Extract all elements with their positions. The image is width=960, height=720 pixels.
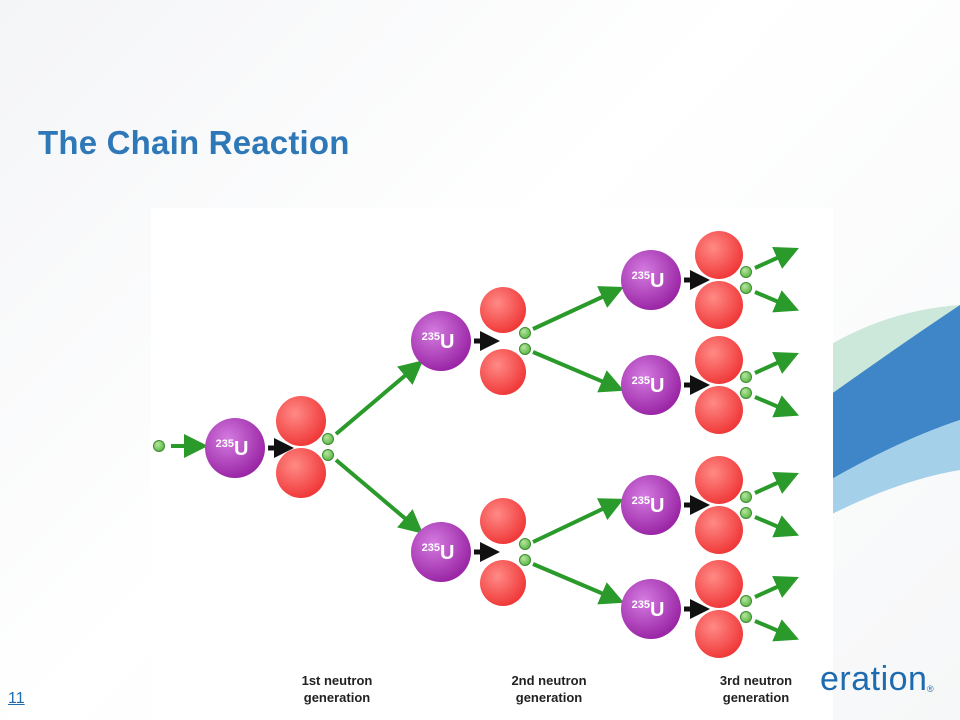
neutron-gen3-3-a xyxy=(740,491,752,503)
fragment-gen3-4-b xyxy=(695,610,743,658)
arrow-gen3-4-up xyxy=(754,576,799,599)
neutron-gen3-2-b xyxy=(740,387,752,399)
fragment-gen3-1-b xyxy=(695,281,743,329)
uranium-gen2-top-label: 235U xyxy=(422,331,455,353)
neutron-gen3-2-a xyxy=(740,371,752,383)
registered-mark: ® xyxy=(927,684,934,694)
generation-label-1-line1: 1st neutron xyxy=(301,673,373,688)
neutron-gen1-a xyxy=(322,433,334,445)
fragment-gen3-2-b xyxy=(695,386,743,434)
generation-label-2-line2: generation xyxy=(515,690,583,705)
neutron-gen2-top-b xyxy=(519,343,531,355)
uranium-gen1 xyxy=(205,418,265,478)
arrow-gen2-bottom-up xyxy=(532,498,624,544)
uranium-gen3-2-label: 235U xyxy=(632,375,665,397)
uranium-gen3-3 xyxy=(621,475,681,535)
fragment-gen2-top-b xyxy=(480,349,526,395)
fragment-gen3-3-b xyxy=(695,506,743,554)
uranium-gen3-4-label: 235U xyxy=(632,599,665,621)
neutron-gen3-4-b xyxy=(740,611,752,623)
generation-label-2-line1: 2nd neutron xyxy=(511,673,587,688)
neutron-gen3-4-a xyxy=(740,595,752,607)
arrow-gen2-bottom-down xyxy=(532,562,625,605)
uranium-gen2-top xyxy=(411,311,471,371)
arrow-gen3-2-down xyxy=(754,395,800,418)
arrow-gen1-down xyxy=(334,458,424,534)
chain-reaction-diagram: 235U 235U 235U 235U 235U 235U 235U 1st neutron… xyxy=(151,208,833,720)
generation-label-1: 1st neutron generation xyxy=(272,672,402,706)
arrow-gen3-1-down xyxy=(754,290,800,313)
arrow-gen2-top-up xyxy=(532,286,624,331)
neutron-gen2-top-a xyxy=(519,327,531,339)
arrow-gen3-3-up xyxy=(754,472,799,495)
neutron-gen3-1-b xyxy=(740,282,752,294)
uranium-gen2-bottom-label: 235U xyxy=(422,542,455,564)
arrow-gen3-4-down xyxy=(754,619,800,642)
fragment-gen2-bottom-a xyxy=(480,498,526,544)
arrow-gen1-up xyxy=(334,360,424,436)
arrow-gen2-top-down xyxy=(532,350,625,393)
fragment-gen1-top xyxy=(276,396,326,446)
fragment-gen2-top-a xyxy=(480,287,526,333)
uranium-gen3-1-label: 235U xyxy=(632,270,665,292)
generation-label-3: 3rd neutron generation xyxy=(691,672,821,706)
fragment-gen2-bottom-b xyxy=(480,560,526,606)
neutron-gen3-1-a xyxy=(740,266,752,278)
generation-label-2: 2nd neutron generation xyxy=(484,672,614,706)
arrow-gen3-1-up xyxy=(754,247,799,270)
uranium-gen2-bottom xyxy=(411,522,471,582)
uranium-gen3-3-label: 235U xyxy=(632,495,665,517)
neutron-gen2-bottom-a xyxy=(519,538,531,550)
uranium-gen3-4 xyxy=(621,579,681,639)
neutron-gen1-b xyxy=(322,449,334,461)
arrow-gen3-2-up xyxy=(754,352,799,375)
incoming-neutron xyxy=(153,440,165,452)
generation-label-1-line2: generation xyxy=(303,690,371,705)
fragment-gen3-4-a xyxy=(695,560,743,608)
neutron-gen3-3-b xyxy=(740,507,752,519)
uranium-gen3-1 xyxy=(621,250,681,310)
slide-title: The Chain Reaction xyxy=(38,124,350,161)
neutron-gen2-bottom-b xyxy=(519,554,531,566)
uranium-gen1-label: 235U xyxy=(216,438,249,460)
uranium-gen3-2 xyxy=(621,355,681,415)
arrow-gen3-3-down xyxy=(754,515,800,538)
slide-number-link[interactable]: 11 xyxy=(8,690,25,707)
generation-label-3-line1: 3rd neutron xyxy=(719,673,793,688)
fragment-gen3-3-a xyxy=(695,456,743,504)
fragment-gen3-2-a xyxy=(695,336,743,384)
brand-wordmark: eration xyxy=(820,660,928,698)
fragment-gen1-bottom xyxy=(276,448,326,498)
generation-label-3-line2: generation xyxy=(722,690,790,705)
fragment-gen3-1-a xyxy=(695,231,743,279)
chain-reaction-graphic: 235U 235U 235U 235U 235U 235U 235U xyxy=(153,231,800,658)
